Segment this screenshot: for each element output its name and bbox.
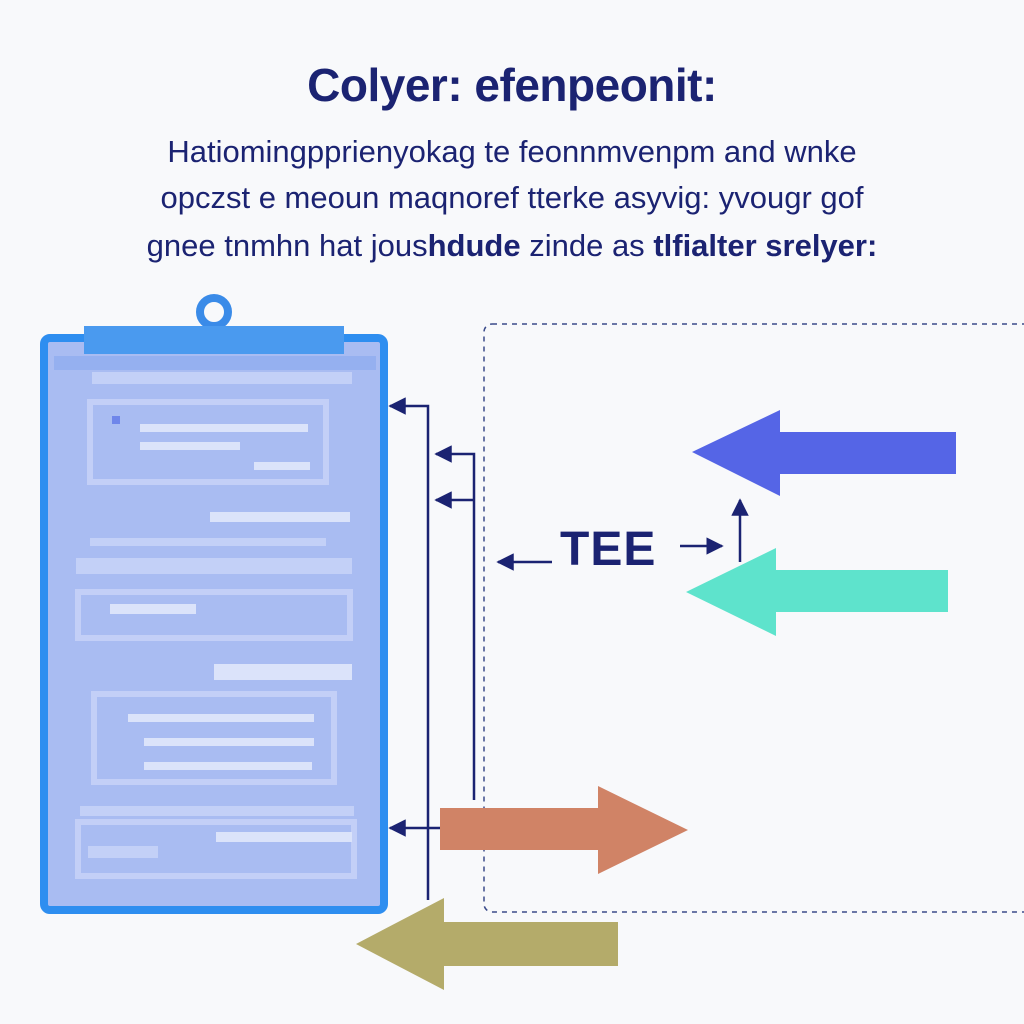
clipboard-clip-bar [84,326,344,354]
clipboard-line [144,762,312,770]
clipboard-line [210,512,350,522]
clipboard-header-strip [54,356,376,370]
connector-top [388,397,430,900]
clipboard-line [92,372,352,384]
connector-mid-1 [434,445,476,800]
arrow-olive [356,898,618,990]
description-line-2: opczst e meoun maqnoref tterke asyvig: y… [160,180,864,215]
dashed-frame [483,323,1024,913]
description-line-3-part-b: hdude [427,228,521,263]
description-line-3-part-c: zinde as [520,228,654,263]
clipboard-block-2 [75,589,353,641]
page-title: Colyer: efenpeonit: [307,59,717,111]
clipboard-block-1 [87,399,329,485]
clipboard-block-4 [75,819,357,879]
clipboard-line [128,714,314,722]
clipboard-line [80,806,354,816]
clipboard-line [214,664,352,680]
clipboard [40,294,388,914]
clipboard-line [140,424,308,432]
clipboard-line [216,832,352,842]
arrow-salmon [440,786,688,874]
description-line-3-part-d: tlfialter srelyer: [653,228,878,263]
clipboard-bullet [112,416,120,424]
description-line-3-part-a: gnee tnmhn hat jous [146,228,428,263]
clipboard-line [88,846,158,858]
connectors [388,397,749,900]
center-label: TEE [560,523,657,576]
clipboard-line [144,738,314,746]
clipboard-line [76,558,352,574]
arrow-teal [686,548,948,636]
clipboard-block-3 [91,691,337,785]
arrow-blue [692,410,956,496]
clipboard-line [110,604,196,614]
clipboard-line [140,442,240,450]
clipboard-ring [196,294,232,330]
clipboard-line [90,538,326,546]
description-line-1: Hatiomingpprienyokag te feonnmvenpm and … [167,134,857,169]
clipboard-line [254,462,310,470]
description-line-3: gnee tnmhn hat joushdude zinde as tlfial… [40,228,984,264]
